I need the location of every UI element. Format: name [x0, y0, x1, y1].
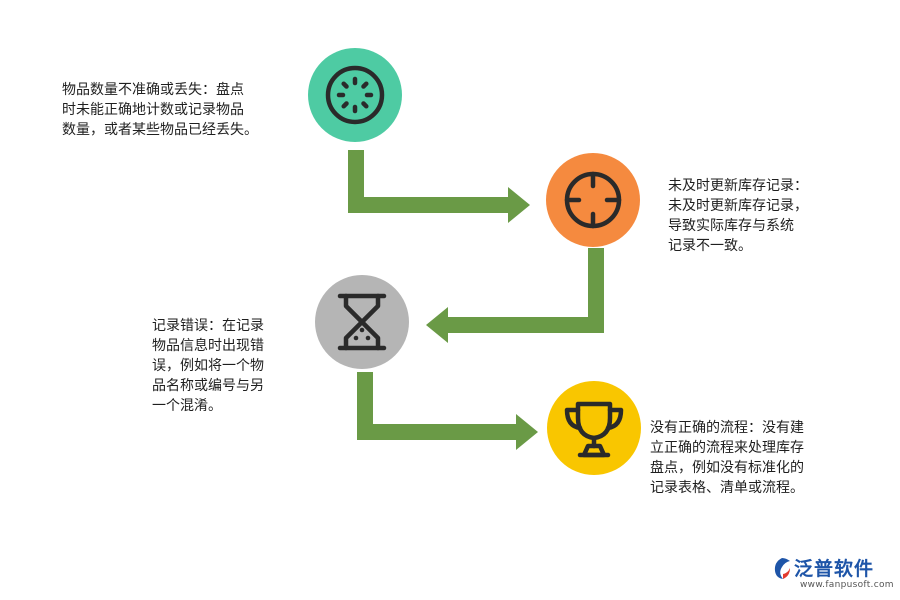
connector-arrow-3: [357, 372, 538, 450]
step3-node: [315, 275, 409, 369]
logo-name: 泛普软件: [794, 558, 875, 580]
logo-mark-icon: [774, 558, 790, 579]
trophy-icon: [564, 401, 624, 458]
step3-description: 记录错误：在记录 物品信息时出现错 误，例如将一个物 品名称或编号与另 一个混淆…: [152, 318, 264, 414]
hourglass-icon: [337, 293, 387, 351]
step2-description: 未及时更新库存记录： 未及时更新库存记录， 导致实际库存与系统 记录不一致。: [668, 178, 808, 254]
connector-arrow-2: [426, 248, 604, 343]
connector-arrow-1: [348, 150, 530, 223]
target-icon: [564, 171, 622, 229]
step1-description: 物品数量不准确或丢失：盘点 时未能正确地计数或记录物品 数量，或者某些物品已经丢…: [62, 82, 258, 138]
step1-node: [308, 48, 402, 142]
step4-description: 没有正确的流程：没有建 立正确的流程来处理库存 盘点，例如没有标准化的 记录表格…: [650, 420, 804, 496]
step2-node: [546, 153, 640, 247]
wheel-icon: [325, 65, 385, 125]
logo-url[interactable]: www.fanpusoft.com: [800, 580, 894, 590]
brand-logo[interactable]: 泛普软件 www.fanpusoft.com: [770, 552, 895, 598]
step4-node: [547, 381, 641, 475]
